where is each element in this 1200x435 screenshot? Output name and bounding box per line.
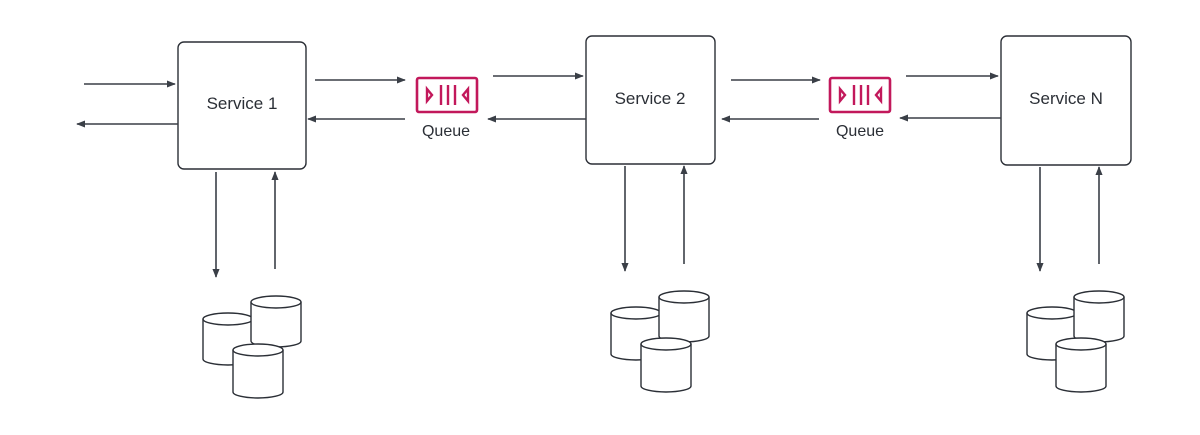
service-1-label: Service 1 xyxy=(207,94,278,113)
service-2-box xyxy=(585,35,716,165)
database-icon xyxy=(232,343,284,399)
queue-2-label: Queue xyxy=(836,123,884,140)
database-cluster-2[interactable] xyxy=(610,290,710,393)
database-icon xyxy=(658,290,710,343)
database-icon xyxy=(250,295,302,348)
queue-icon xyxy=(828,76,892,114)
queue-2-node[interactable]: Queue xyxy=(828,76,892,140)
service-n-box xyxy=(1000,35,1132,166)
service-2-node[interactable]: Service 2 xyxy=(585,35,716,165)
service-1-node[interactable]: Service 1 xyxy=(177,41,307,170)
queue-1-label: Queue xyxy=(422,123,470,140)
service-n-node[interactable]: Service N xyxy=(1000,35,1132,166)
database-icon xyxy=(1073,290,1125,343)
database-icon xyxy=(1055,337,1107,393)
queue-icon xyxy=(415,76,479,114)
database-icon xyxy=(610,306,662,361)
horizontal-connectors xyxy=(76,72,1001,128)
database-icon xyxy=(640,337,692,393)
queue-1-node[interactable]: Queue xyxy=(415,76,479,140)
database-cluster-1[interactable] xyxy=(202,295,302,399)
service-n-label: Service N xyxy=(1029,89,1103,108)
service-2-label: Service 2 xyxy=(615,89,686,108)
service-1-box xyxy=(177,41,307,170)
database-cluster-n[interactable] xyxy=(1026,290,1125,393)
vertical-connectors xyxy=(212,165,1103,278)
